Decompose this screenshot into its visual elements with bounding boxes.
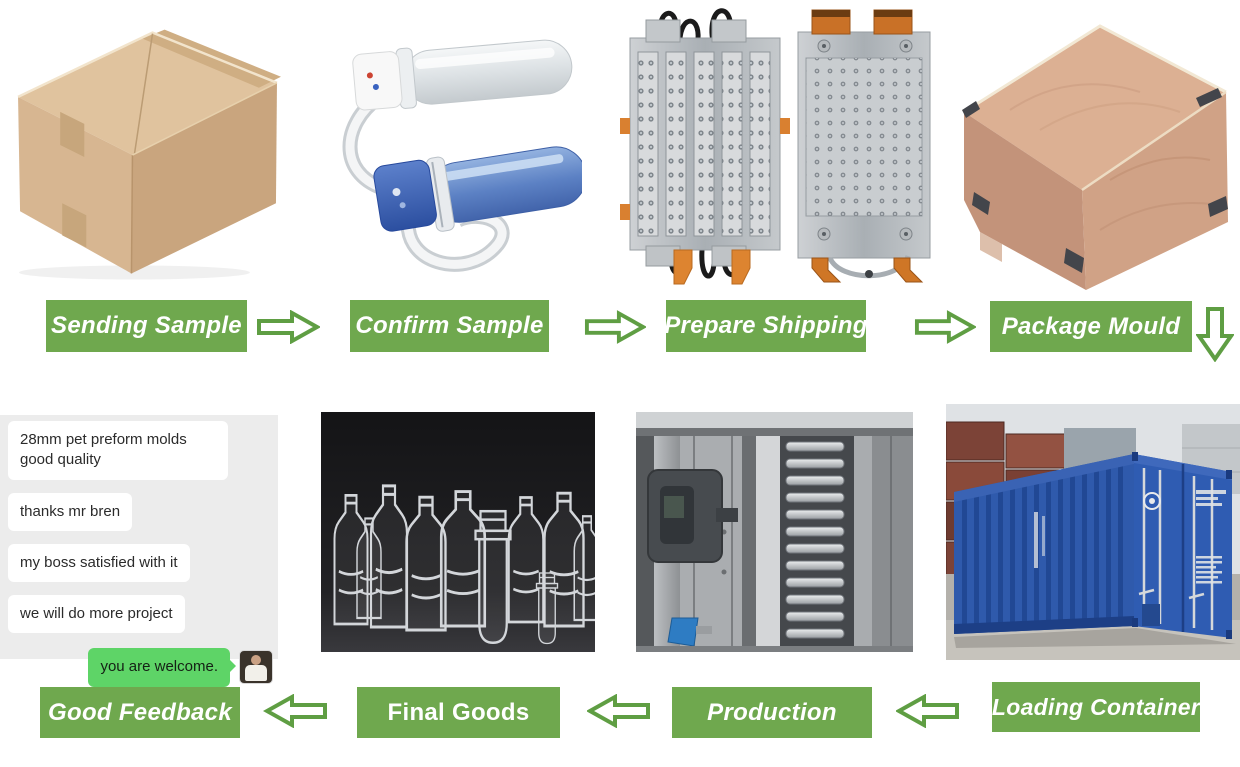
arrow-left-icon xyxy=(587,694,650,728)
step-label-loading-container: Loading Container xyxy=(992,682,1200,732)
chat-message-reply: you are welcome. xyxy=(88,648,236,687)
step-label-confirm-sample: Confirm Sample xyxy=(350,300,549,352)
shipping-container-photo xyxy=(946,404,1240,660)
step-label-prepare-shipping: Prepare Shipping xyxy=(664,300,867,352)
step-label-package-mould: Package Mould xyxy=(990,301,1192,352)
step-label-production: Production xyxy=(672,687,872,738)
arrow-left-icon xyxy=(896,694,959,728)
chat-message: we will do more project xyxy=(8,595,185,634)
step-label-sending-sample: Sending Sample xyxy=(46,300,247,352)
step-label-final-goods: Final Goods xyxy=(357,687,560,738)
chat-reply-row: you are welcome. xyxy=(88,648,273,687)
cardboard-box-photo xyxy=(4,6,285,283)
arrow-right-icon xyxy=(257,310,320,344)
wooden-crate-photo xyxy=(950,0,1240,290)
arrow-right-icon xyxy=(914,310,976,344)
chat-message: my boss satisfied with it xyxy=(8,543,190,582)
customer-chat-panel: 28mm pet preform molds good quality than… xyxy=(0,415,278,687)
chat-message: thanks mr bren xyxy=(8,492,133,531)
arrow-down-icon xyxy=(1196,307,1234,362)
preform-moulds-photo xyxy=(616,0,943,285)
pet-preforms-photo xyxy=(318,6,582,290)
step-label-good-feedback: Good Feedback xyxy=(40,687,240,738)
arrow-left-icon xyxy=(263,694,327,728)
chat-message: 28mm pet preform molds good quality xyxy=(8,421,228,480)
avatar xyxy=(239,650,273,685)
arrow-right-icon xyxy=(584,310,646,344)
moulding-machine-photo xyxy=(636,412,913,652)
pet-bottles-photo xyxy=(321,412,595,652)
